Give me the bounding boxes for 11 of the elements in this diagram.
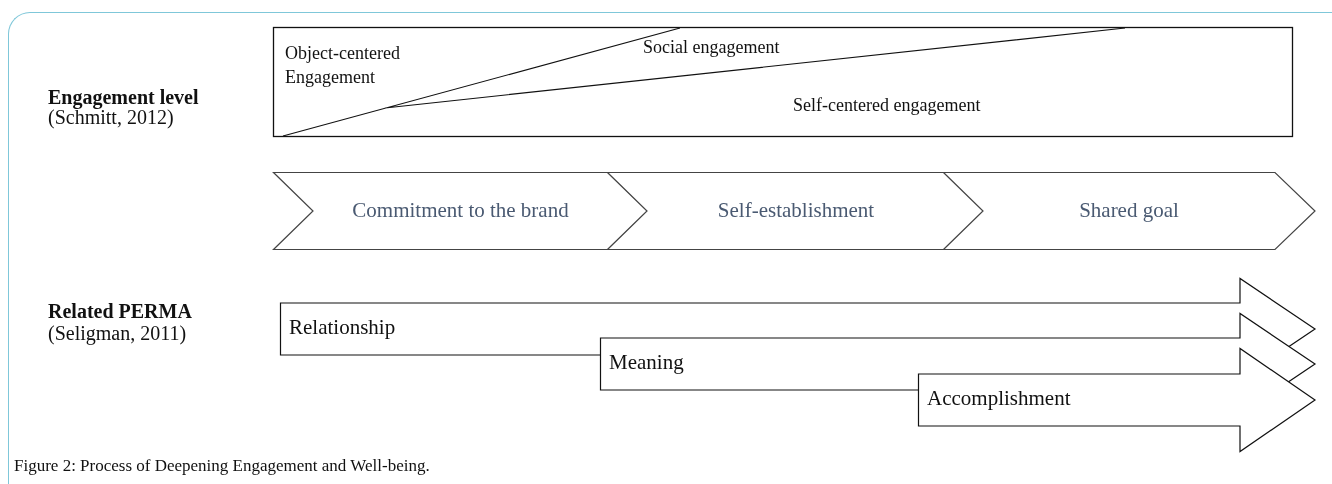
- arrow-label: Accomplishment: [927, 386, 1071, 411]
- region-label: Object-centered Engagement: [285, 42, 401, 90]
- citation-text: (Seligman, 2011): [48, 322, 187, 345]
- figure-caption: Figure 2: Process of Deepening Engagement and Well-being.: [14, 456, 430, 476]
- row-heading: Related PERMA: [48, 300, 192, 323]
- step-label: Shared goal: [1078, 198, 1180, 223]
- arrow-label: Relationship: [289, 315, 396, 340]
- row-heading: Engagement level: [48, 86, 199, 109]
- region-label: Social engagement: [643, 36, 781, 59]
- arrow-label: Meaning: [609, 350, 684, 375]
- region-label: Self-centered engagement: [793, 94, 982, 117]
